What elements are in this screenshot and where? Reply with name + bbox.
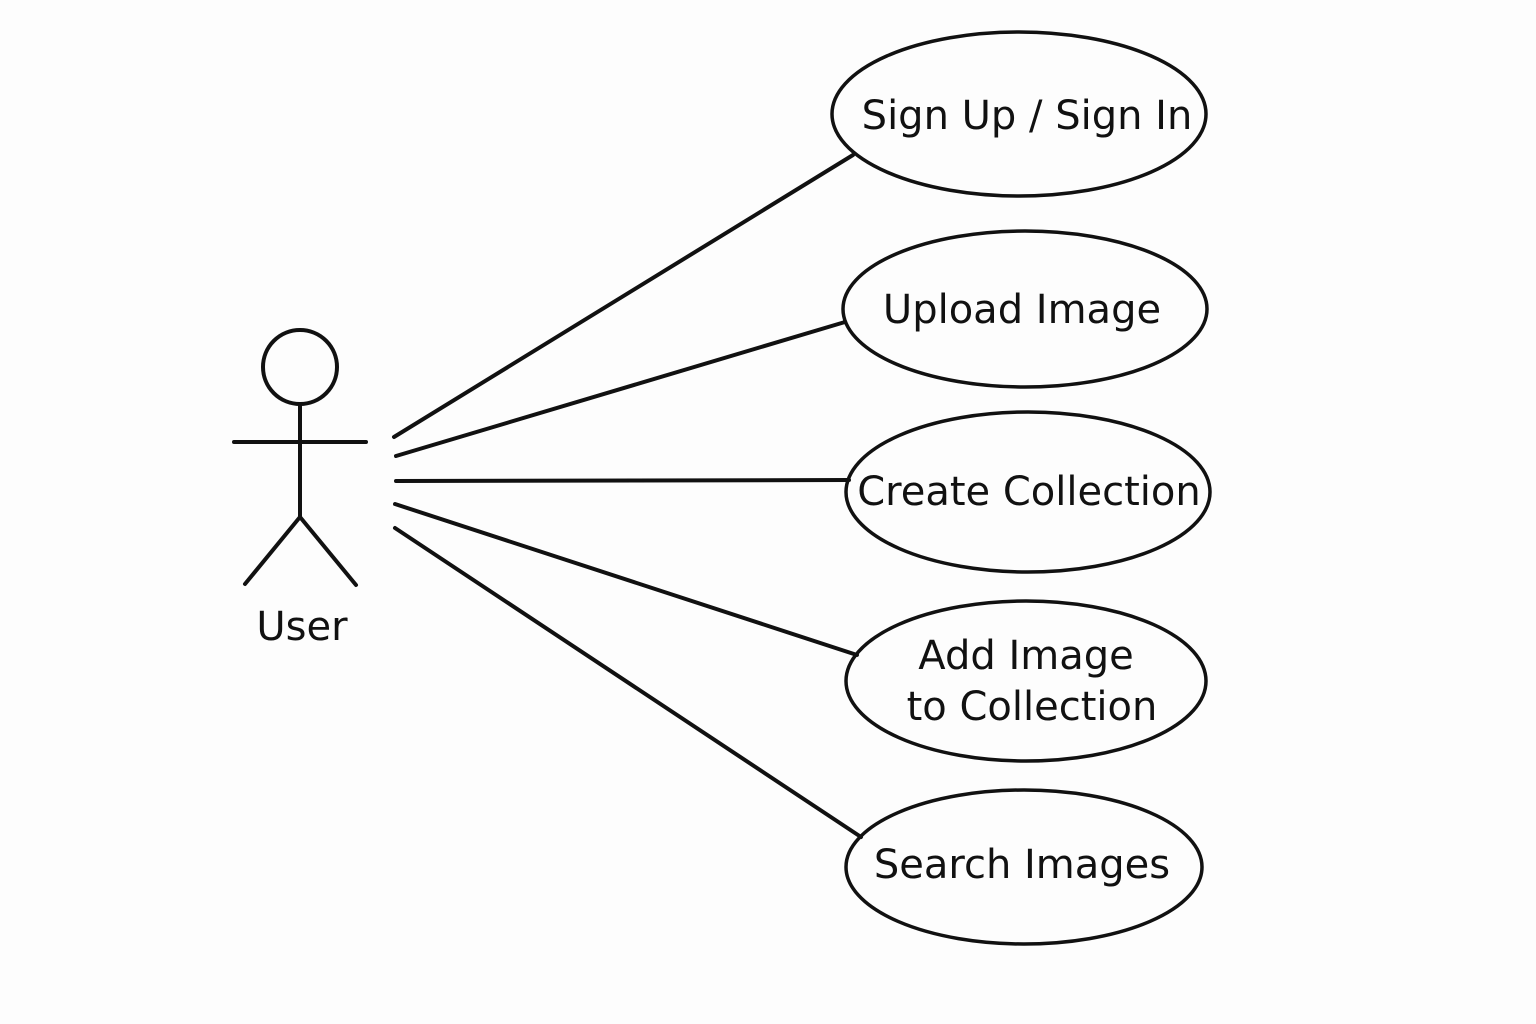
use-case-add-image-to-collection: Add Image to Collection — [844, 599, 1208, 763]
use-case-ellipse — [830, 30, 1208, 198]
use-case-sign-up-sign-in: Sign Up / Sign In — [830, 30, 1208, 198]
use-case-label: Sign Up / Sign In — [862, 93, 1193, 139]
use-case-label-line-2: to Collection — [907, 684, 1158, 730]
use-case-upload-image: Upload Image — [841, 229, 1209, 389]
actor-user: User — [232, 328, 368, 650]
use-case-ellipse — [844, 788, 1204, 946]
actor-head — [261, 328, 339, 406]
association-create-collection — [394, 478, 851, 483]
use-case-search-images: Search Images — [844, 788, 1204, 946]
association-add-image-to-collection — [393, 502, 859, 657]
actor-right-leg — [298, 515, 358, 587]
association-upload-image — [394, 320, 847, 458]
use-case-label: Search Images — [874, 842, 1170, 888]
use-case-ellipse — [844, 410, 1212, 574]
association-search-images — [393, 526, 863, 839]
actor-left-leg — [243, 515, 302, 586]
use-case-ellipse — [844, 599, 1208, 763]
use-case-label-line-1: Add Image — [918, 633, 1133, 679]
use-case-create-collection: Create Collection — [844, 410, 1212, 574]
association-sign-up-sign-in — [392, 153, 855, 439]
actor-label: User — [256, 604, 348, 650]
use-case-label: Create Collection — [857, 469, 1200, 515]
associations — [392, 153, 863, 839]
use-case-label: Upload Image — [883, 287, 1161, 333]
use-case-ellipse — [841, 229, 1209, 389]
